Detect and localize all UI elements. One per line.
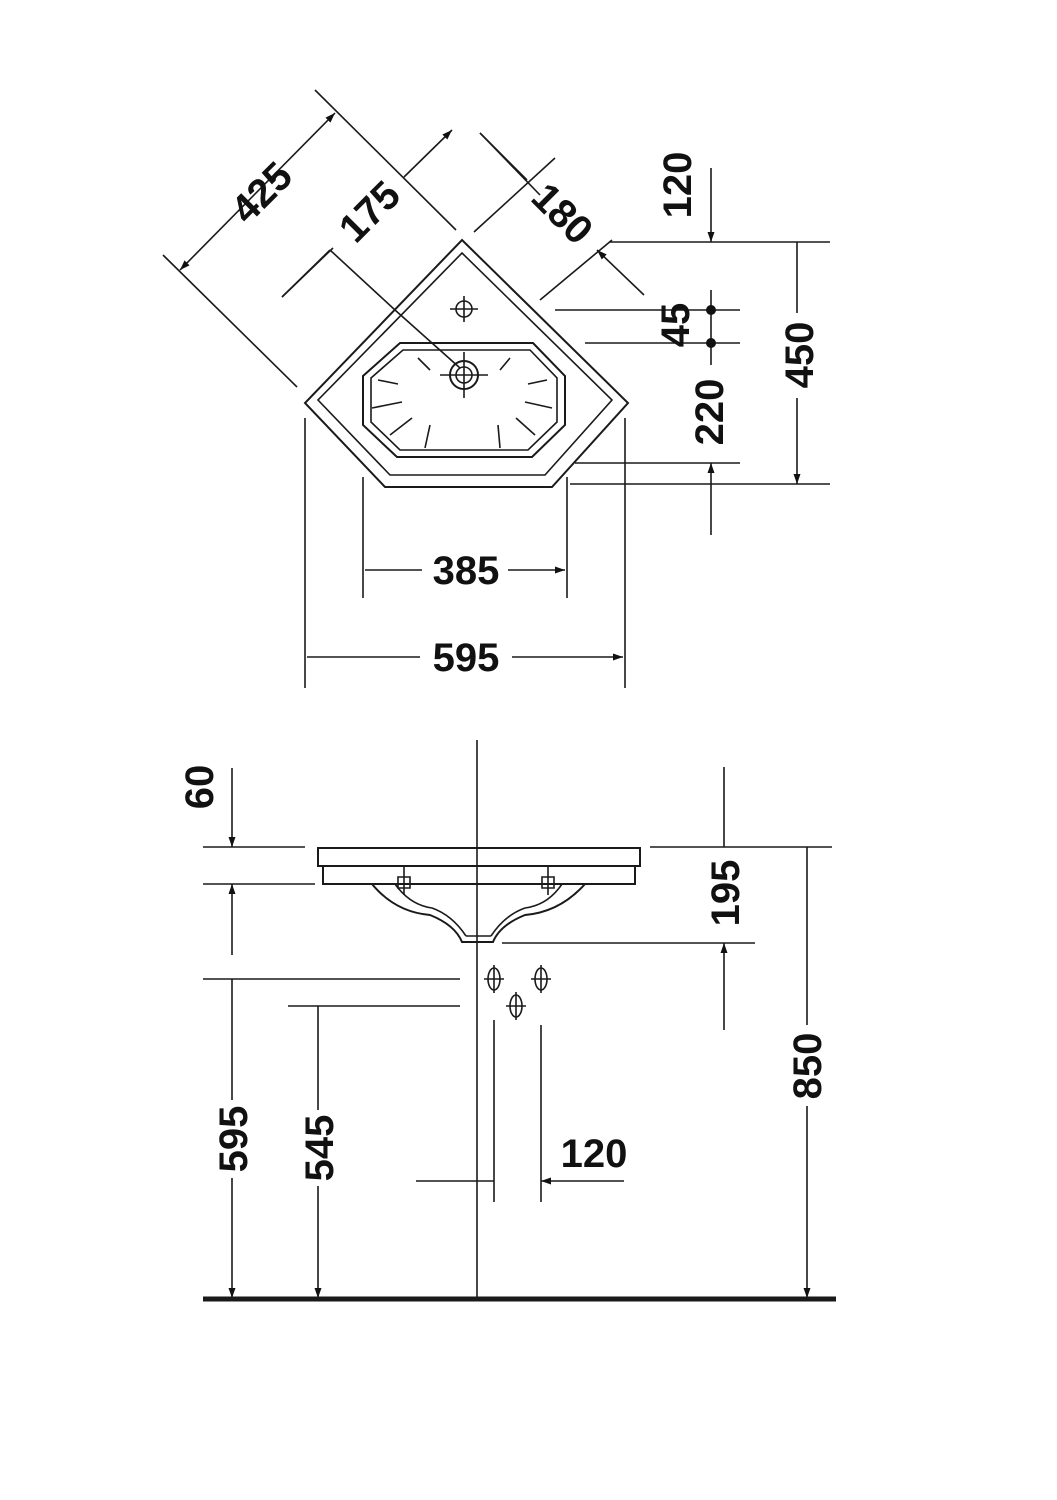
supply-connection-left (484, 965, 504, 993)
dim-line-425 (179, 112, 336, 271)
basin-inner-outline (316, 251, 614, 476)
dim-120-top: 120 (656, 152, 700, 219)
drain (440, 352, 488, 398)
basin-rim (317, 847, 641, 867)
dim-180: 180 (523, 175, 601, 253)
basin-outer-outline (303, 238, 630, 488)
bowl-outline (362, 342, 566, 458)
dim-385: 385 (433, 549, 500, 593)
dim-450: 450 (778, 322, 822, 389)
basin-body (322, 865, 636, 885)
waste-connection (506, 992, 526, 1020)
dim-45: 45 (654, 303, 698, 348)
dim-60: 60 (178, 765, 222, 810)
dim-line-180 (479, 132, 645, 296)
bowl-profile (371, 883, 586, 943)
dim-220: 220 (688, 379, 732, 446)
dim-195: 195 (704, 860, 748, 927)
dim-595-plan: 595 (433, 636, 500, 680)
dim-850: 850 (786, 1033, 830, 1100)
dim-545: 545 (298, 1115, 342, 1182)
supply-connection-right (531, 965, 551, 993)
dim-175: 175 (331, 173, 409, 251)
fixing-clip-right (541, 866, 555, 895)
dim-425: 425 (223, 154, 301, 232)
dim-120-elev: 120 (561, 1132, 628, 1176)
plan-view: 425 175 180 120 45 220 450 3 (162, 89, 830, 688)
tap-hole (450, 296, 478, 322)
dim-595-elev: 595 (212, 1106, 256, 1173)
elevation-view: 60 595 545 195 850 120 (178, 740, 836, 1299)
dim-line-45 (706, 290, 716, 365)
bowl-inner-outline (370, 349, 558, 451)
dim-line-175 (281, 130, 452, 298)
fixing-clip-left (397, 866, 411, 895)
bowl-fluting (371, 357, 553, 449)
